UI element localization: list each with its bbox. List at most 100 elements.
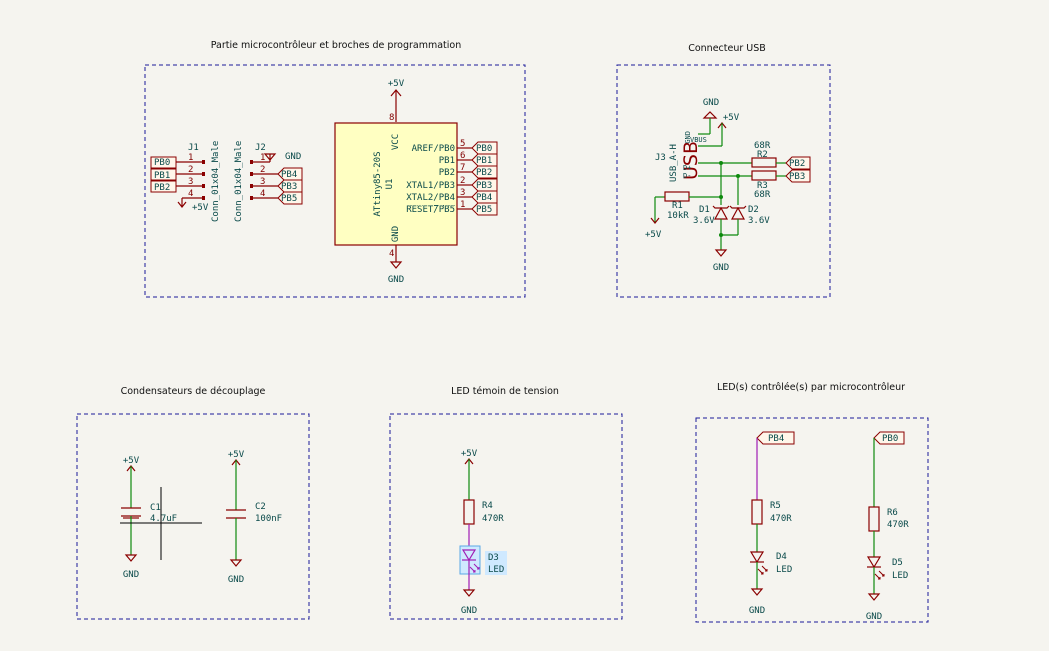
led-ref: D3 xyxy=(488,553,499,563)
resistor-value: 470R xyxy=(482,514,504,524)
resistor-r4[interactable] xyxy=(463,499,475,525)
resistor-value: 10kR xyxy=(667,211,689,221)
net-label-text: PB3 xyxy=(281,182,297,192)
block-frame-usb xyxy=(616,64,831,298)
chip-pin-gnd: GND xyxy=(391,226,401,242)
net-label-pb5[interactable] xyxy=(277,191,303,205)
power-label: +5V xyxy=(461,449,478,459)
ground-label: GND xyxy=(713,263,729,273)
led-value: LED xyxy=(488,565,504,575)
block-title-mcu-leds: LED(s) contrôlée(s) par microcontrôleur xyxy=(717,382,905,393)
zener-diode-d1[interactable] xyxy=(713,206,729,220)
chip-pin-name: XTAL2/PB4 xyxy=(406,193,455,203)
chip-pin-row: AREF/PB0 5 PB0 xyxy=(412,139,498,155)
resistor-value: 470R xyxy=(770,514,792,524)
ground-symbol xyxy=(389,261,403,269)
capacitor-ref: C1 xyxy=(150,503,161,513)
capacitor-value: 4.7uF xyxy=(150,514,177,524)
usb-logo-icon: USB xyxy=(680,141,702,180)
selection-highlight xyxy=(485,551,507,575)
diode-ref: D2 xyxy=(748,205,759,215)
block-frame-power-led xyxy=(389,413,623,620)
ground-label: GND xyxy=(749,606,765,616)
resistor-ref: R3 xyxy=(757,181,768,191)
net-label-text: PB5 xyxy=(281,194,297,204)
zener-diode-d2[interactable] xyxy=(730,206,746,220)
resistor-r1[interactable] xyxy=(664,191,690,202)
net-label-pb3[interactable] xyxy=(277,179,303,193)
net-label-pb4[interactable] xyxy=(277,167,303,181)
net-label-text: PB0 xyxy=(476,144,492,154)
power-label: +5V xyxy=(228,450,245,460)
chip-value: ATtiny85-20S xyxy=(373,151,383,216)
net-label-pb0[interactable] xyxy=(873,431,905,445)
resistor-r3[interactable] xyxy=(751,170,777,181)
net-label-text: PB3 xyxy=(789,172,805,182)
net-label-pb0[interactable] xyxy=(150,156,177,169)
resistor-ref: R4 xyxy=(482,501,493,511)
led-d5[interactable] xyxy=(866,556,882,569)
block-frame-decoupling xyxy=(76,413,310,620)
pin-number: 2 xyxy=(260,165,265,175)
chip-ref: U1 xyxy=(385,179,395,190)
net-label-pb1[interactable] xyxy=(150,168,177,181)
net-label-pb2[interactable] xyxy=(150,180,177,193)
pin-number: 1 xyxy=(460,200,465,210)
chip-pin-vcc: VCC xyxy=(391,134,401,150)
pin-number: 2 xyxy=(460,176,465,186)
ground-symbol xyxy=(714,249,728,257)
resistor-value: 68R xyxy=(754,141,771,151)
pin-number: 2 xyxy=(188,165,193,175)
usb-pin-vbus: VBUS xyxy=(690,136,707,144)
block-frame-mcu-leds xyxy=(695,417,929,623)
net-label-text: PB4 xyxy=(476,193,492,203)
ground-symbol xyxy=(702,111,718,119)
led-value: LED xyxy=(776,565,792,575)
pin-number: 4 xyxy=(389,249,394,259)
led-d3[interactable] xyxy=(461,549,477,562)
resistor-ref: R1 xyxy=(672,201,683,211)
chip-pin-name: PB1 xyxy=(439,156,455,166)
connector-value-j2: Conn_01x04_Male xyxy=(234,141,244,222)
net-label-pb3[interactable] xyxy=(471,178,498,192)
net-label-pb1[interactable] xyxy=(471,153,498,167)
ground-symbol xyxy=(750,588,764,596)
pin-number: 3 xyxy=(260,177,265,187)
pin-number: 4 xyxy=(260,189,265,199)
net-label-text: PB0 xyxy=(882,434,898,444)
diode-value: 3.6V xyxy=(748,216,770,226)
net-label-pb4[interactable] xyxy=(756,431,795,445)
led-d4[interactable] xyxy=(749,551,765,564)
chip-pin-name: RESET/PB5 xyxy=(406,205,455,215)
net-label-pb0[interactable] xyxy=(471,141,498,155)
ground-label: GND xyxy=(228,575,244,585)
chip-pin-row: PB1 6 PB1 xyxy=(439,151,498,167)
ground-label: GND xyxy=(703,98,719,108)
chip-pin-row: RESET/PB5 1 PB5 xyxy=(406,200,498,216)
net-label-text: PB1 xyxy=(476,156,492,166)
resistor-r5[interactable] xyxy=(751,499,763,525)
ground-label: GND xyxy=(866,612,882,622)
power-label: +5V xyxy=(192,203,209,213)
pin-number: 3 xyxy=(188,177,193,187)
block-title-mcu: Partie microcontrôleur et broches de pro… xyxy=(211,40,462,51)
net-label-pb2[interactable] xyxy=(471,165,498,179)
block-title-power-led: LED témoin de tension xyxy=(451,386,559,397)
attiny85-chip-body[interactable] xyxy=(334,122,458,246)
pin-number: 5 xyxy=(460,139,465,149)
resistor-ref: R5 xyxy=(770,501,781,511)
net-label-pb4[interactable] xyxy=(471,190,498,204)
chip-pin-row: PB2 7 PB2 xyxy=(439,163,498,179)
chip-pin-name: AREF/PB0 xyxy=(412,144,455,154)
chip-pin-name: PB2 xyxy=(439,168,455,178)
resistor-r6[interactable] xyxy=(868,506,880,532)
net-label-pb2[interactable] xyxy=(785,156,811,170)
net-label-pb5[interactable] xyxy=(471,202,498,216)
pin-number: 1 xyxy=(260,153,265,163)
ground-symbol xyxy=(263,153,277,161)
ground-symbol xyxy=(867,593,881,601)
pin-number: 3 xyxy=(460,188,465,198)
net-label-text: PB4 xyxy=(281,170,297,180)
net-label-pb3[interactable] xyxy=(785,169,811,183)
